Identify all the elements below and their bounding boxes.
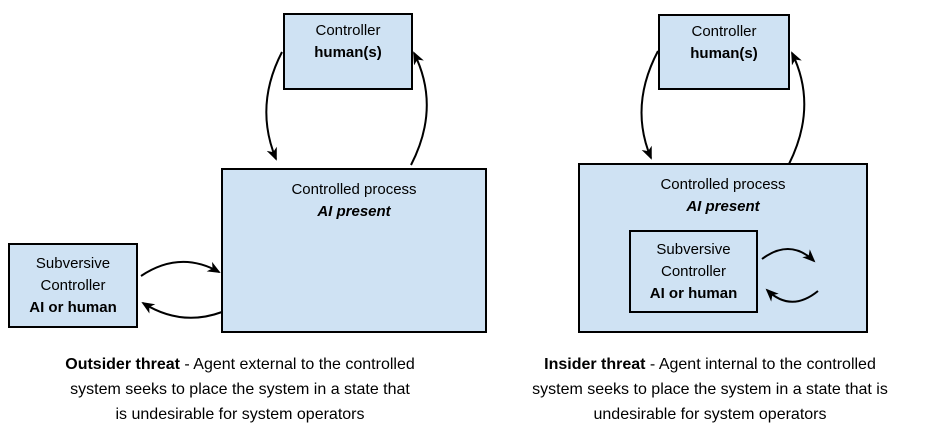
controller-box-label: Controller bbox=[315, 22, 381, 39]
subversive-box-label-1: Subversive bbox=[35, 254, 111, 272]
insider-caption-line-3: undesirable for system operators bbox=[593, 406, 827, 423]
subversive-box-label-3: AI or human bbox=[29, 298, 117, 316]
subversive-box-label-1: Subversive bbox=[656, 240, 731, 258]
insider-caption-line-1-rest: - Agent internal to the controlled bbox=[645, 356, 876, 373]
subversive-box-label-2: Controller bbox=[40, 276, 106, 294]
insider-subversive-controller-box: Subversive Controller AI or human bbox=[629, 230, 758, 313]
outsider-caption-line-3: is undesirable for system operators bbox=[115, 406, 365, 423]
outsider-controlled-process-box: Controlled process AI present bbox=[221, 168, 487, 333]
insider-caption-line-2: system seeks to place the system in a st… bbox=[532, 381, 888, 398]
insider-caption-term: Insider threat bbox=[544, 356, 646, 373]
insider-control-action-arrow bbox=[640, 50, 659, 160]
controller-box-sublabel: human(s) bbox=[690, 45, 758, 62]
outsider-caption-line-2: system seeks to place the system in a st… bbox=[70, 381, 410, 398]
insider-feedback-arrow bbox=[788, 51, 806, 165]
outsider-caption-line-1-rest: - Agent external to the controlled bbox=[179, 356, 415, 373]
subversive-box-label-3: AI or human bbox=[649, 284, 738, 302]
outsider-caption: Outsider threat - Agent external to the … bbox=[23, 352, 457, 427]
outsider-controller-box: Controller human(s) bbox=[283, 13, 413, 90]
outsider-subversive-to-process-arrow bbox=[140, 261, 221, 277]
outsider-control-action-arrow bbox=[265, 51, 283, 161]
outsider-caption-line-1: Outsider threat - Agent external to the … bbox=[23, 352, 457, 377]
insider-caption: Insider threat - Agent internal to the c… bbox=[493, 352, 927, 427]
outsider-subversive-controller-box: Subversive Controller AI or human bbox=[8, 243, 138, 328]
controller-box-label: Controller bbox=[691, 23, 757, 40]
outsider-feedback-arrow bbox=[410, 51, 428, 166]
insider-controller-box: Controller human(s) bbox=[658, 14, 790, 90]
outsider-caption-term: Outsider threat bbox=[65, 356, 180, 373]
outsider-process-to-subversive-arrow bbox=[141, 301, 223, 319]
controller-box-sublabel: human(s) bbox=[314, 44, 382, 61]
process-box-sublabel: AI present bbox=[686, 198, 760, 215]
process-box-label: Controlled process bbox=[291, 181, 417, 198]
insider-caption-line-1: Insider threat - Agent internal to the c… bbox=[493, 352, 927, 377]
process-box-label: Controlled process bbox=[660, 176, 786, 193]
process-box-sublabel: AI present bbox=[317, 203, 391, 220]
subversive-box-label-2: Controller bbox=[660, 262, 727, 280]
